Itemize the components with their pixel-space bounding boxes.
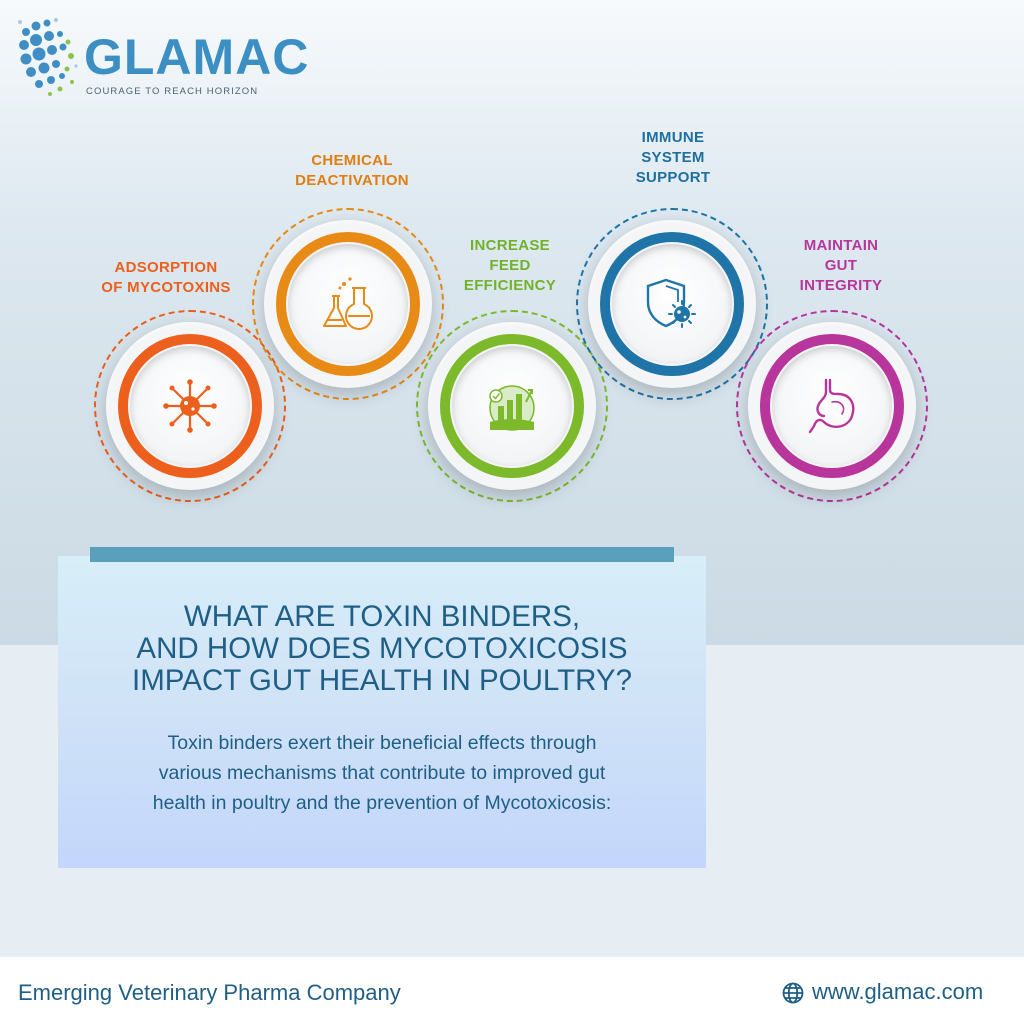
shield-virus-icon	[646, 278, 696, 328]
dashed-halo	[576, 208, 768, 400]
company-descriptor: Emerging Veterinary Pharma Company	[18, 980, 401, 1005]
info-panel	[58, 556, 706, 868]
flask-icon	[323, 277, 373, 330]
website-link[interactable]: www.glamac.com	[812, 979, 984, 1004]
virus-icon	[163, 379, 217, 433]
info-title: WHAT ARE TOXIN BINDERS, AND HOW DOES MYC…	[132, 600, 632, 697]
inner-core	[288, 244, 408, 364]
dashed-halo	[94, 310, 286, 502]
logo-wordmark: GLAMAC	[84, 29, 310, 85]
color-band	[276, 232, 420, 376]
logo-dots-icon	[18, 18, 78, 96]
footer-bar	[0, 957, 1024, 1024]
dashed-halo	[416, 310, 608, 502]
globe-icon	[782, 982, 804, 1004]
color-band	[760, 334, 904, 478]
inner-core	[612, 244, 732, 364]
color-band	[600, 232, 744, 376]
color-band	[118, 334, 262, 478]
dashed-halo	[736, 310, 928, 502]
logo-tagline: COURAGE TO REACH HORIZON	[86, 86, 259, 97]
info-panel-accent-bar	[90, 547, 674, 562]
inner-core	[772, 346, 892, 466]
dashed-halo	[252, 208, 444, 400]
color-band	[440, 334, 584, 478]
feed-efficiency-icon	[489, 385, 535, 431]
brand-logo[interactable]: GLAMAC COURAGE TO REACH HORIZON	[16, 14, 308, 100]
info-body: Toxin binders exert their beneficial eff…	[152, 732, 612, 814]
stomach-icon	[808, 378, 855, 434]
